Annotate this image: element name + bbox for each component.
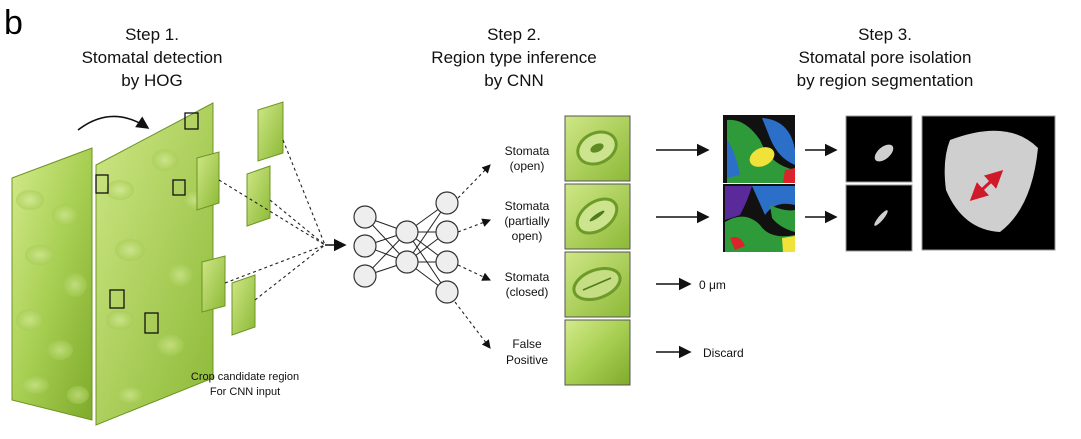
cnn-output-node bbox=[435, 250, 459, 274]
class-open-line2: (open) bbox=[510, 159, 545, 173]
step1-title-line3: by HOG bbox=[121, 71, 182, 90]
class-tile-open bbox=[564, 115, 631, 182]
cnn-output-node bbox=[435, 220, 459, 244]
cropped-candidates bbox=[196, 101, 284, 336]
class-tile-partial bbox=[564, 183, 631, 250]
class-partial-line3: open) bbox=[512, 229, 543, 243]
class-closed-line1: Stomata bbox=[505, 270, 550, 284]
class-label-closed: Stomata (closed) bbox=[505, 270, 550, 299]
crop-to-cnn-lines bbox=[218, 139, 326, 301]
step2-title: Step 2. Region type inference by CNN bbox=[431, 25, 596, 90]
pore-mask-open bbox=[845, 115, 913, 183]
crop-tile bbox=[246, 165, 271, 227]
step2-title-line3: by CNN bbox=[484, 71, 544, 90]
cnn-input-node bbox=[353, 205, 377, 229]
pore-mask-partial bbox=[845, 184, 913, 252]
class-closed-line2: (closed) bbox=[506, 285, 549, 299]
step2-title-line1: Step 2. bbox=[487, 25, 541, 44]
class-arrow-partial bbox=[457, 218, 492, 233]
class-open-line1: Stomata bbox=[505, 144, 550, 158]
candidate-box bbox=[109, 289, 125, 309]
output-false-positive: Discard bbox=[703, 346, 744, 360]
cnn-hidden-node bbox=[395, 250, 419, 274]
step3-title-line3: by region segmentation bbox=[797, 71, 974, 90]
cnn-network bbox=[353, 164, 492, 349]
class-label-open: Stomata (open) bbox=[505, 144, 550, 173]
step1-title: Step 1. Stomatal detection by HOG bbox=[82, 25, 223, 90]
output-closed: 0 μm bbox=[699, 278, 726, 292]
candidate-box bbox=[172, 179, 186, 196]
class-false-line1: False bbox=[512, 337, 542, 351]
cnn-input-node bbox=[353, 264, 377, 288]
layer-arrow-curved bbox=[77, 115, 150, 131]
class-label-false-positive: False Positive bbox=[506, 337, 548, 367]
class-arrow-false-positive bbox=[454, 301, 491, 349]
leaf-image-front bbox=[95, 102, 214, 426]
candidate-box bbox=[184, 112, 199, 130]
crop-tile bbox=[257, 101, 284, 162]
step1-title-line2: Stomatal detection bbox=[82, 48, 223, 67]
cnn-output-node bbox=[435, 191, 459, 215]
cnn-hidden-node bbox=[395, 220, 419, 244]
class-partial-line2: (partially bbox=[504, 214, 549, 228]
class-arrow-open bbox=[457, 164, 491, 199]
candidate-box bbox=[95, 174, 109, 194]
leaf-image-back bbox=[11, 147, 93, 421]
crop-caption-line2: For CNN input bbox=[210, 386, 280, 398]
class-partial-line1: Stomata bbox=[505, 199, 550, 213]
segmentation-map-open bbox=[723, 115, 795, 183]
cnn-input-node bbox=[353, 234, 377, 258]
aperture-width-arrow bbox=[969, 169, 1004, 202]
crop-tile bbox=[231, 274, 256, 336]
class-false-line2: Positive bbox=[506, 353, 548, 367]
class-tile-false-positive bbox=[564, 319, 631, 386]
step3-title-line2: Stomatal pore isolation bbox=[799, 48, 972, 67]
panel-letter: b bbox=[4, 4, 23, 42]
step2-title-line2: Region type inference bbox=[431, 48, 596, 67]
crop-tile bbox=[201, 255, 226, 313]
step3-title-line1: Step 3. bbox=[858, 25, 912, 44]
segmentation-map-partial bbox=[723, 184, 795, 252]
pore-aperture-zoom bbox=[921, 115, 1056, 251]
candidate-box bbox=[144, 312, 159, 334]
step1-title-line1: Step 1. bbox=[125, 25, 179, 44]
step3-title: Step 3. Stomatal pore isolation by regio… bbox=[797, 25, 974, 90]
crop-caption-line1: Crop candidate region bbox=[191, 371, 299, 383]
cnn-connections bbox=[364, 202, 448, 293]
cnn-output-node bbox=[435, 280, 459, 304]
class-label-partial: Stomata (partially open) bbox=[504, 199, 549, 243]
class-arrow-closed bbox=[457, 264, 491, 281]
class-tile-closed bbox=[564, 251, 631, 318]
crop-tile bbox=[196, 151, 220, 211]
